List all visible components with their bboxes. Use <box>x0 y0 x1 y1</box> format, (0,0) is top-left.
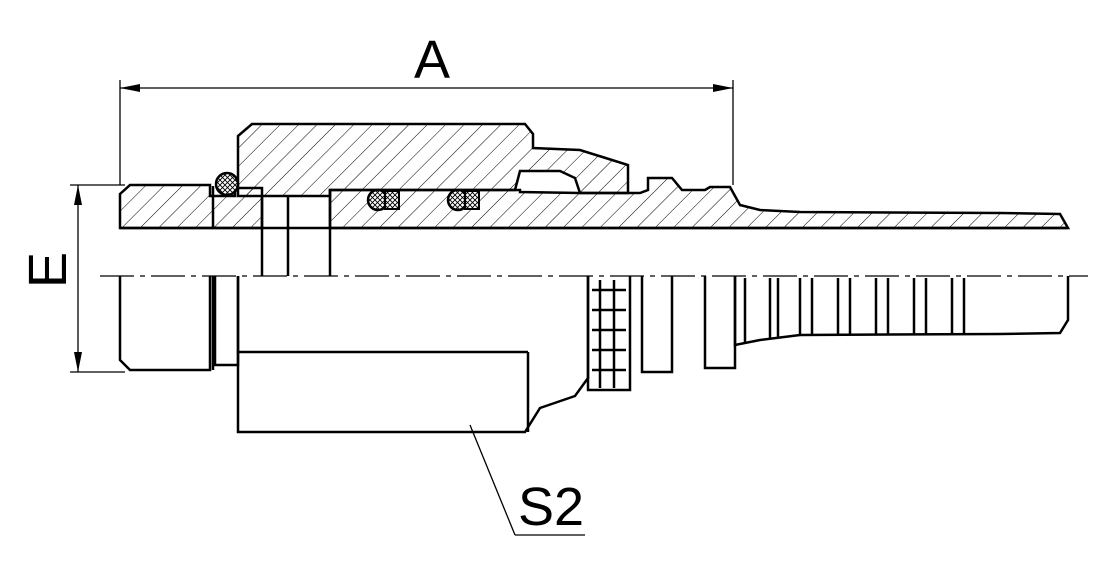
o-ring-outer <box>214 171 240 197</box>
section-view <box>118 122 1071 276</box>
barbed-tail-exterior <box>733 276 1070 347</box>
dimension-e-label: E <box>18 252 78 288</box>
wrench-flat-label: S2 <box>518 477 584 537</box>
wrench-flat-callout: S2 <box>469 424 585 537</box>
exterior-view <box>118 276 1070 434</box>
hex-nut-section <box>236 122 630 198</box>
o-ring-inner-2 <box>446 188 480 212</box>
hose-tail-section <box>328 176 1071 230</box>
o-ring-inner-1 <box>366 188 400 212</box>
dimension-e: E <box>18 184 125 373</box>
thread-end-exterior <box>118 276 212 372</box>
hex-nut-exterior <box>236 276 590 434</box>
dimension-a: A <box>119 30 734 185</box>
dimension-a-label: A <box>414 30 450 90</box>
